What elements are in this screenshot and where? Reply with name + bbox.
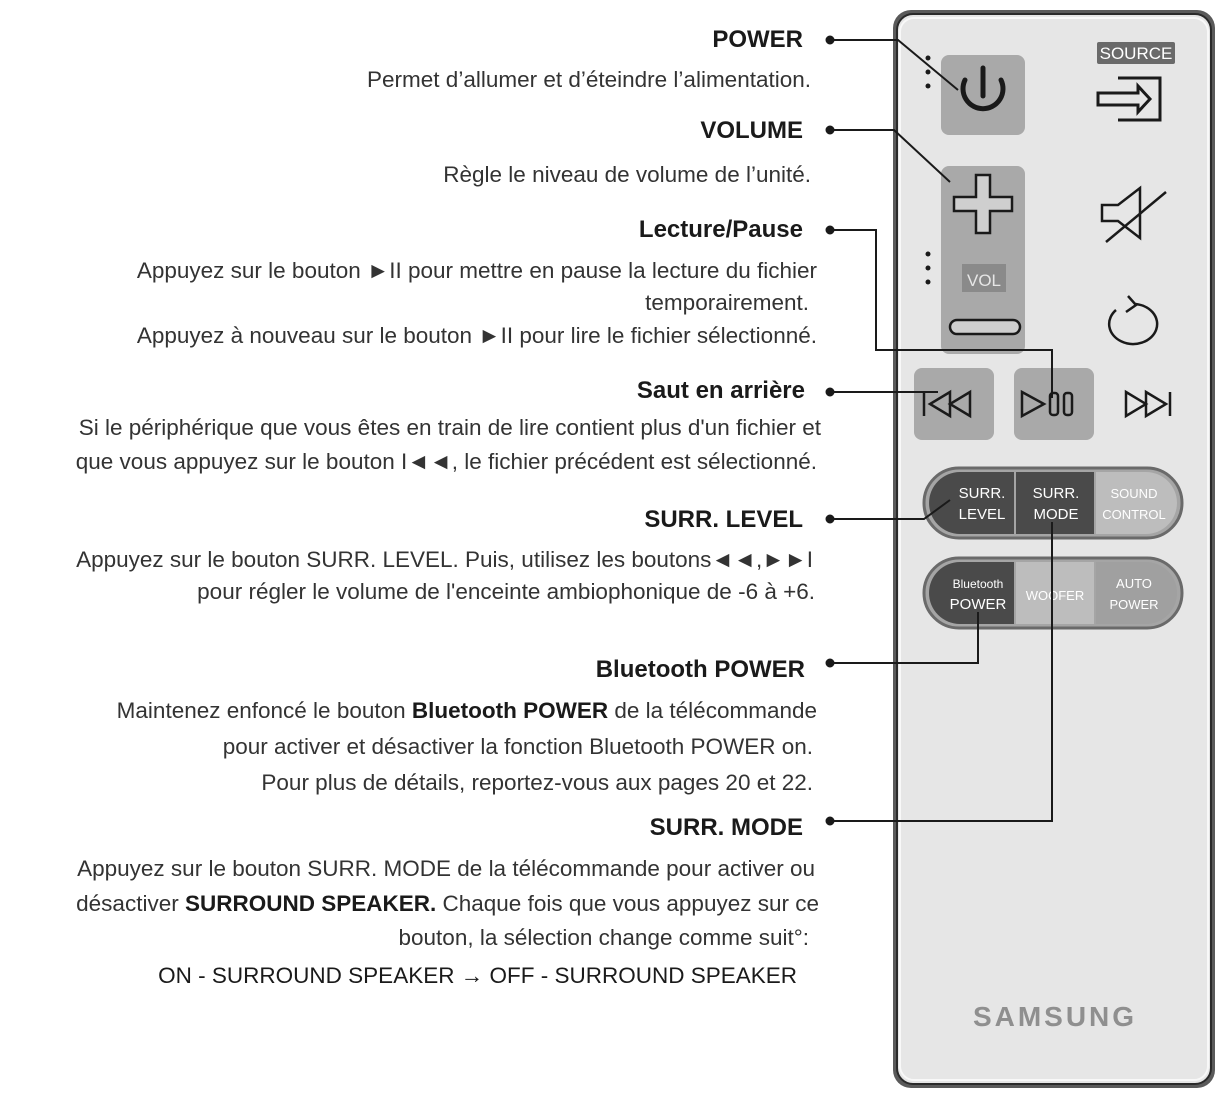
remote-power-button[interactable]	[925, 55, 1026, 135]
play-pause-icon	[1020, 389, 1074, 419]
surr-level-desc-line2: pour régler le volume de l'enceinte ambi…	[197, 579, 815, 604]
leader-lines	[825, 35, 1053, 826]
play-pause-leader	[825, 225, 1053, 398]
surr-mode-button[interactable]	[1016, 472, 1094, 534]
sound-control-label-2: CONTROL	[1102, 507, 1166, 522]
surr-mode-sequence: ON - SURROUND SPEAKER → OFF - SURROUND S…	[158, 963, 797, 988]
bt-power-label-2: POWER	[950, 596, 1007, 613]
bt-power-desc-line1: Maintenez enfoncé le bouton Bluetooth PO…	[117, 697, 817, 725]
woofer-label: WOOFER	[1026, 588, 1085, 603]
bt-power-desc-line1-post: de la télécommande	[608, 698, 817, 723]
volume-leader	[825, 125, 951, 183]
play-pause-desc-line2: temporairement.	[645, 290, 809, 315]
surr-level-desc-line1: Appuyez sur le bouton SURR. LEVEL. Puis,…	[76, 547, 813, 572]
surr-mode-desc-line2: désactiver SURROUND SPEAKER. Chaque fois…	[76, 890, 819, 918]
bt-power-desc-line3: Pour plus de détails, reportez-vous aux …	[261, 770, 813, 795]
source-label: SOURCE	[1100, 44, 1173, 63]
bt-power-leader	[825, 612, 979, 668]
remote-skip-back-button[interactable]	[914, 368, 994, 440]
bt-power-title: Bluetooth POWER	[595, 656, 805, 683]
volume-minus-icon	[948, 318, 1022, 336]
vol-label: VOL	[967, 271, 1001, 290]
power-title: POWER	[712, 26, 803, 53]
skip-back-desc-line1: Si le périphérique que vous êtes en trai…	[78, 415, 821, 440]
woofer-button[interactable]	[1016, 562, 1094, 624]
surr-level-label-2: LEVEL	[959, 506, 1006, 523]
surround-button-row: SURR. LEVEL SURR. MODE SOUND CONTROL	[922, 466, 1184, 540]
skip-back-desc-line2: que vous appuyez sur le bouton I◄◄, le f…	[75, 449, 817, 474]
remote-volume-rocker[interactable]: VOL	[925, 166, 1026, 354]
bluetooth-power-button[interactable]	[929, 562, 1014, 624]
play-pause-desc-line3: Appuyez à nouveau sur le bouton ►II pour…	[136, 323, 817, 348]
surr-mode-desc-line2-pre: désactiver	[76, 891, 185, 916]
power-icon	[960, 65, 1006, 112]
surr-mode-title: SURR. MODE	[649, 814, 803, 841]
auto-power-label-2: POWER	[1109, 597, 1158, 612]
surr-level-leader	[825, 499, 951, 524]
volume-description: Règle le niveau de volume de l’unité.	[443, 162, 811, 187]
power-leader	[825, 35, 959, 91]
surr-mode-desc-line1: Appuyez sur le bouton SURR. MODE de la t…	[77, 856, 815, 881]
surr-mode-label-1: SURR.	[1033, 485, 1080, 502]
surr-level-title: SURR. LEVEL	[644, 506, 803, 533]
remote-source-button[interactable]: SOURCE	[1096, 42, 1175, 122]
mute-icon[interactable]	[1100, 185, 1167, 243]
power-description: Permet d’allumer et d’éteindre l’aliment…	[367, 67, 811, 92]
surr-mode-label-2: MODE	[1034, 506, 1079, 523]
surr-mode-desc-line2-post: Chaque fois que vous appuyez sur ce	[436, 891, 820, 916]
repeat-icon[interactable]	[1107, 295, 1159, 346]
remote-body	[893, 10, 1215, 1088]
play-pause-desc-line1: Appuyez sur le bouton ►II pour mettre en…	[136, 258, 817, 283]
bt-power-desc-line2: pour activer et désactiver la fonction B…	[222, 734, 813, 759]
auto-power-label-1: AUTO	[1116, 576, 1152, 591]
bt-power-desc-line1-pre: Maintenez enfoncé le bouton	[116, 698, 412, 723]
surr-mode-desc-line2-bold: SURROUND SPEAKER.	[184, 891, 437, 916]
skip-back-leader	[825, 387, 938, 397]
surr-level-button[interactable]	[929, 472, 1014, 534]
skip-forward-icon[interactable]	[1124, 389, 1172, 419]
play-pause-title: Lecture/Pause	[638, 216, 803, 243]
power-button-row: Bluetooth POWER WOOFER AUTO POWER	[922, 556, 1184, 630]
sound-control-label-1: SOUND	[1111, 486, 1158, 501]
remote-play-pause-button[interactable]	[1014, 368, 1094, 440]
auto-power-button[interactable]	[1096, 562, 1177, 624]
samsung-logo: SAMSUNG	[973, 1001, 1137, 1032]
surr-mode-desc-line3: bouton, la sélection change comme suit°:	[398, 925, 809, 950]
bt-power-desc-line1-bold: Bluetooth POWER	[411, 698, 609, 723]
skip-back-icon	[922, 389, 972, 419]
source-input-icon	[1096, 76, 1162, 122]
skip-back-title: Saut en arrière	[636, 377, 805, 404]
bt-power-label-1: Bluetooth	[953, 577, 1004, 591]
volume-plus-icon	[952, 173, 1014, 235]
volume-title: VOLUME	[700, 117, 803, 144]
surr-mode-leader	[825, 522, 1053, 826]
sound-control-button[interactable]	[1096, 472, 1177, 534]
surr-level-label-1: SURR.	[959, 485, 1006, 502]
